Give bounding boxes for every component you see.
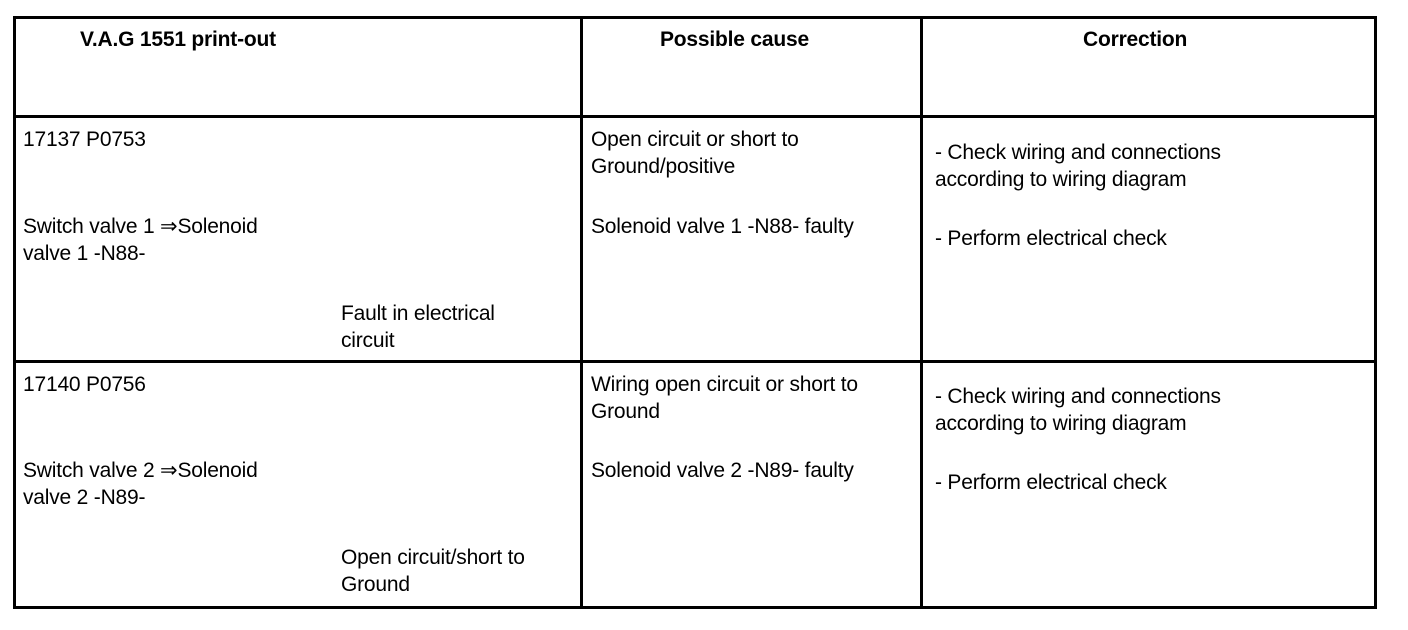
fault-code: 17137 P0753 <box>23 128 146 151</box>
table-border-left <box>13 16 16 609</box>
correction-2: - Perform electrical check <box>935 471 1167 494</box>
row-divider-1 <box>13 360 1377 363</box>
correction-1-line1: - Check wiring and connections <box>935 141 1221 164</box>
column-divider-1 <box>580 16 583 609</box>
table-border-right <box>1374 16 1377 609</box>
component-name-line1: Switch valve 2 ⇒Solenoid <box>23 459 258 482</box>
possible-cause-1-line2: Ground/positive <box>591 155 736 178</box>
fault-type-line2: circuit <box>341 329 395 352</box>
component-name-line1: Switch valve 1 ⇒Solenoid <box>23 215 258 238</box>
fault-code: 17140 P0756 <box>23 373 146 396</box>
possible-cause-1-line1: Open circuit or short to <box>591 128 799 151</box>
fault-type-line1: Open circuit/short to <box>341 546 525 569</box>
component-name-line2: valve 2 -N89- <box>23 486 146 509</box>
table-border-bottom <box>13 606 1377 609</box>
possible-cause-2: Solenoid valve 2 -N89- faulty <box>591 459 854 482</box>
row-divider-header <box>13 115 1377 118</box>
correction-1-line1: - Check wiring and connections <box>935 385 1221 408</box>
possible-cause-1-line1: Wiring open circuit or short to <box>591 373 858 396</box>
correction-1-line2: according to wiring diagram <box>935 168 1187 191</box>
fault-code-table: V.A.G 1551 print-out Possible cause Corr… <box>13 16 1377 609</box>
fault-type-line2: Ground <box>341 573 410 596</box>
header-correction: Correction <box>1083 28 1188 51</box>
correction-1-line2: according to wiring diagram <box>935 412 1187 435</box>
fault-type-line1: Fault in electrical <box>341 302 495 325</box>
column-divider-2 <box>920 16 923 609</box>
header-vag-printout: V.A.G 1551 print-out <box>80 28 276 51</box>
correction-2: - Perform electrical check <box>935 227 1167 250</box>
possible-cause-1-line2: Ground <box>591 400 660 423</box>
table-border-top <box>13 16 1377 19</box>
possible-cause-2: Solenoid valve 1 -N88- faulty <box>591 215 854 238</box>
header-possible-cause: Possible cause <box>660 28 809 51</box>
component-name-line2: valve 1 -N88- <box>23 242 146 265</box>
